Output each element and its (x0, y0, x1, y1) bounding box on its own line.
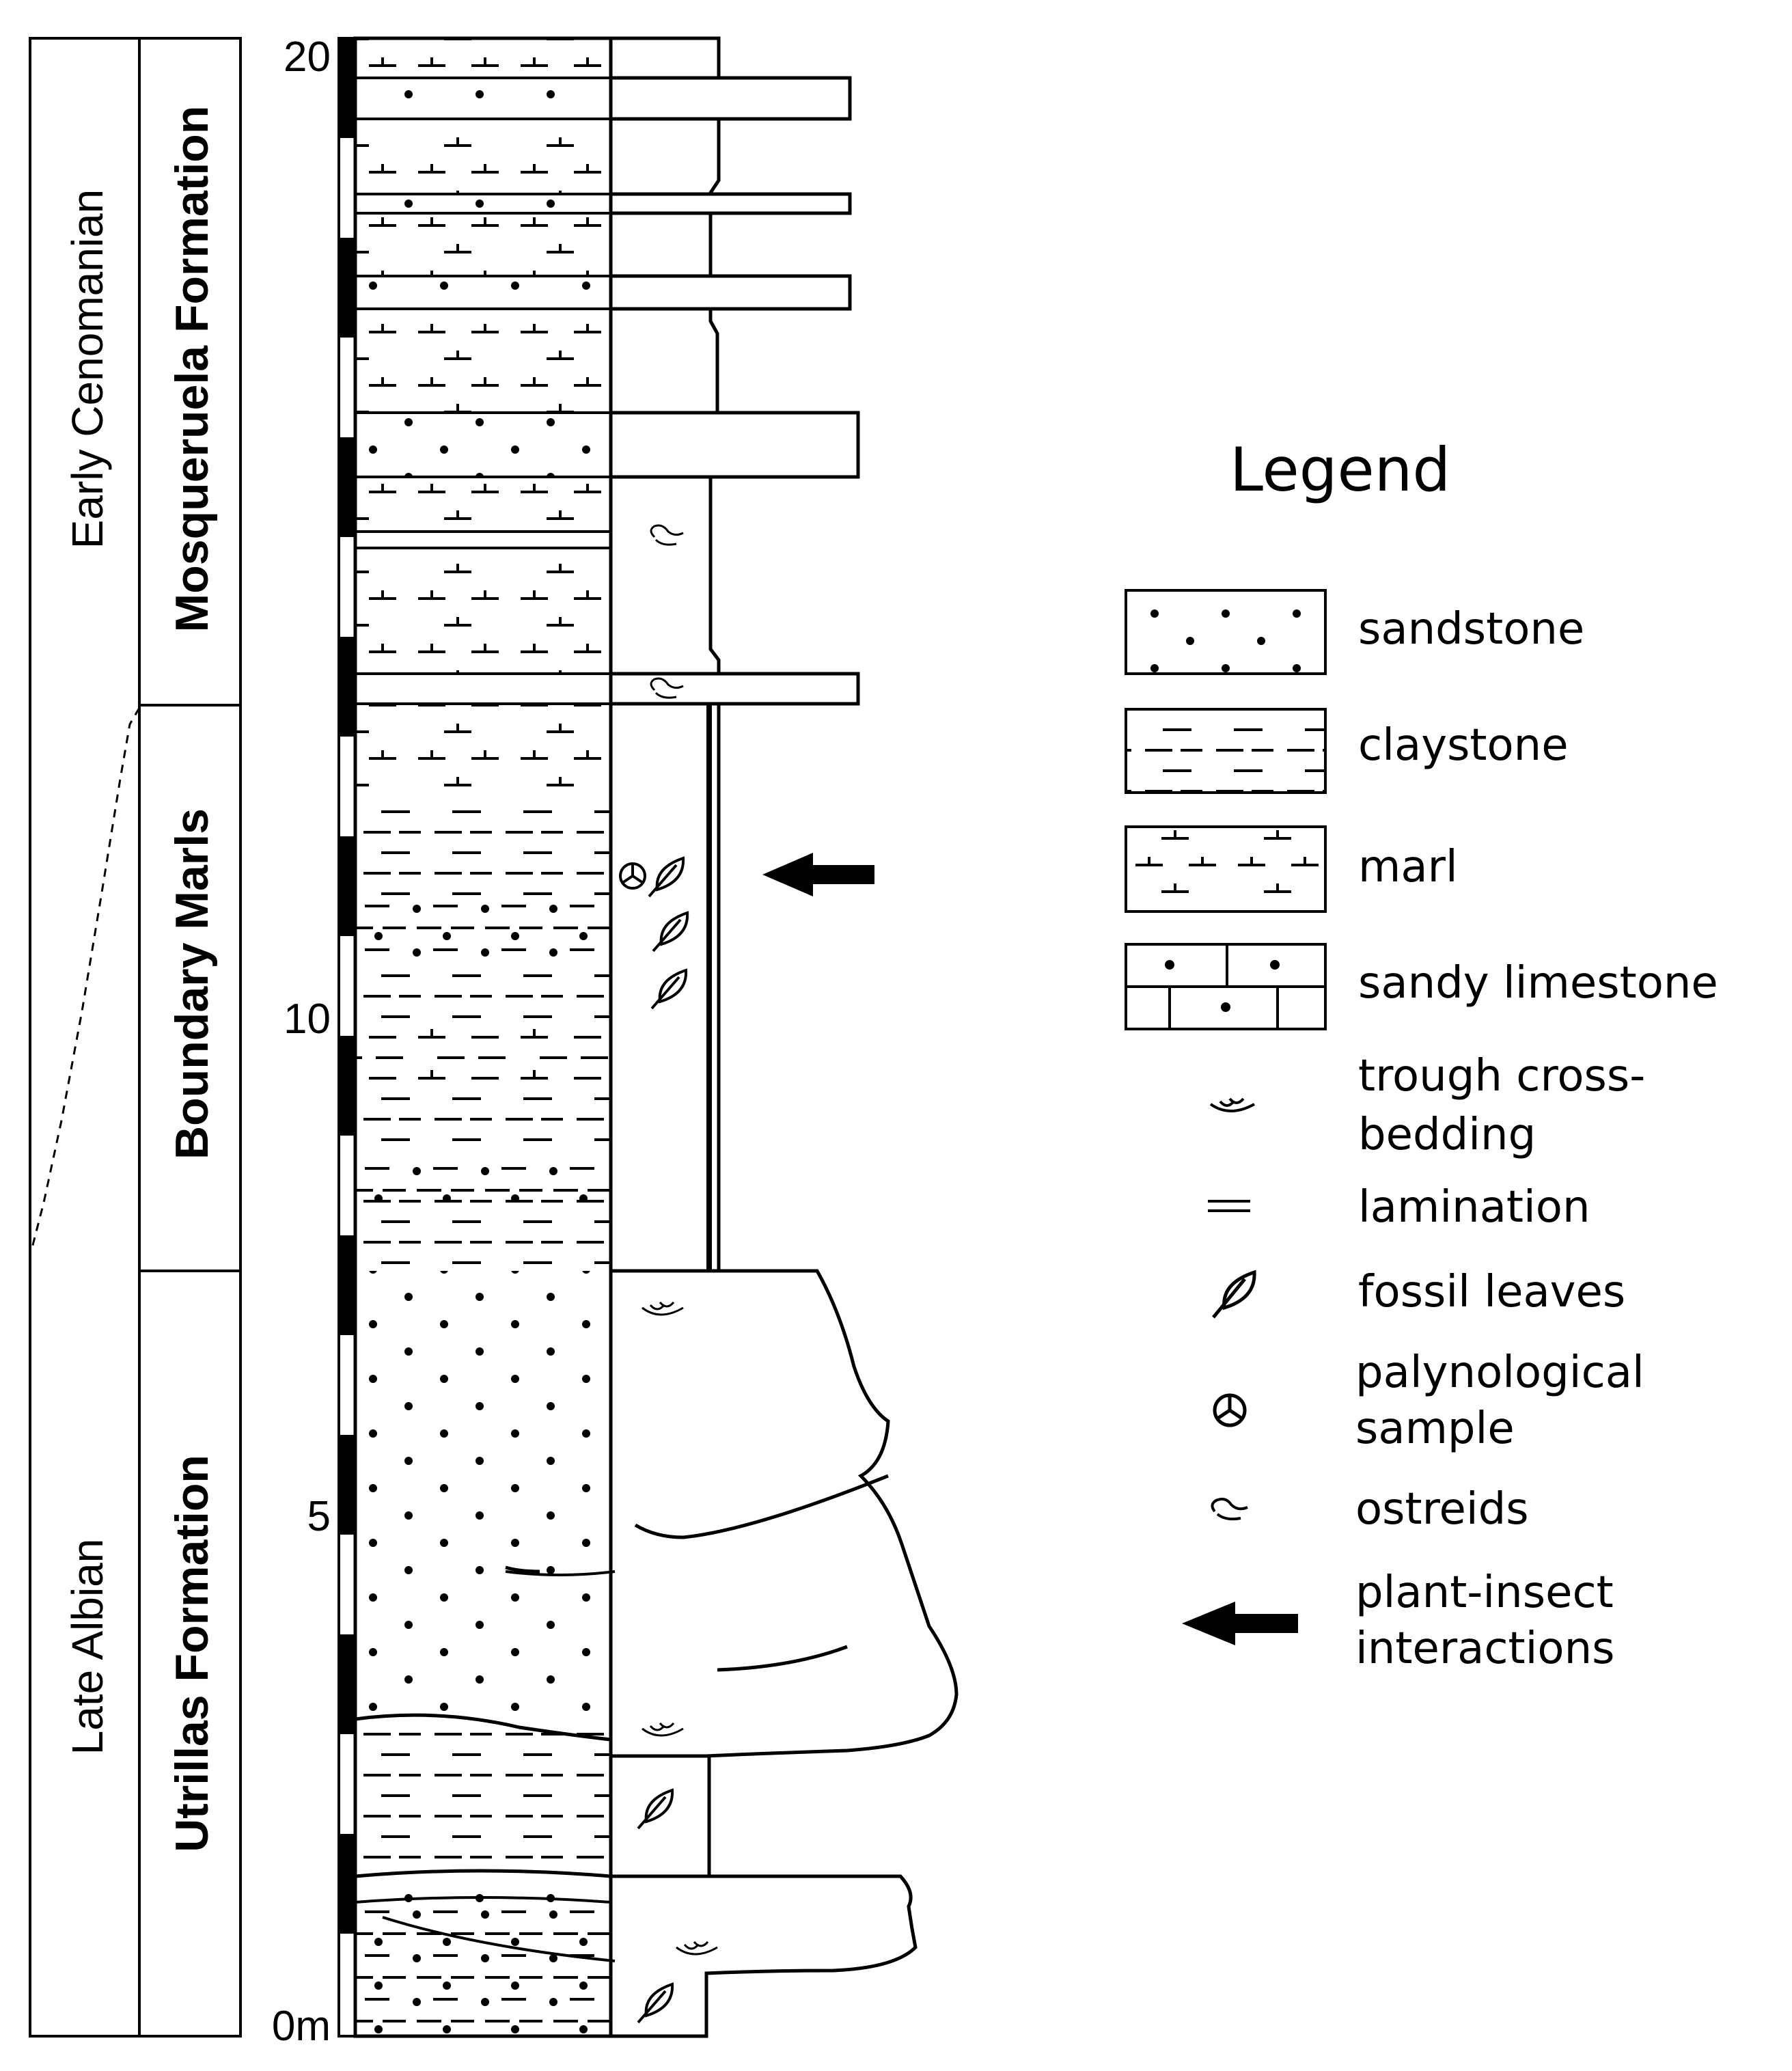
legend-ostreids-label: ostreids (1355, 1484, 1529, 1535)
scale-tick-20: 20 (284, 33, 331, 81)
scale-tick-5: 5 (307, 1493, 331, 1540)
legend-trough-label-2: bedding (1358, 1110, 1536, 1160)
marl-bed (355, 119, 611, 194)
weathering-profile (505, 36, 959, 2038)
legend-claystone-label: claystone (1358, 720, 1569, 771)
marl-bed (355, 309, 611, 413)
legend-marl-label: marl (1358, 842, 1458, 892)
leaf-icon (650, 968, 688, 1010)
limestone-bed (354, 672, 612, 705)
legend-lamination-icon (1208, 1200, 1250, 1212)
formation-upper-label: Mosqueruela Formation (166, 106, 218, 633)
trough-icon (642, 1301, 684, 1316)
scale-tick-0: 0m (272, 2003, 331, 2050)
legend-palynological-label-1: palynological (1355, 1347, 1644, 1398)
legend-ostreid-icon (1211, 1498, 1248, 1521)
sandy-limestone-bed (354, 411, 612, 478)
formation-lower-label: Utrillas Formation (166, 1455, 218, 1852)
sandy-claystone-bed (355, 1902, 611, 2036)
lithology-column (353, 36, 616, 2038)
leaf-icon (637, 1788, 674, 1830)
leaf-icon (648, 856, 685, 898)
leaf-icon (637, 1982, 674, 2024)
legend-trough-icon (1209, 1097, 1255, 1112)
marl-bed (355, 548, 611, 674)
marl-bed (355, 477, 611, 532)
legend-plant-insect-label-2: interactions (1355, 1623, 1614, 1674)
limestone-bed (354, 530, 612, 549)
sandy-claystone-bed (355, 902, 611, 963)
legend-sandy-limestone-swatch (1125, 943, 1327, 1030)
leaf-icon (652, 911, 689, 952)
age-lower-label: Late Albian (63, 1539, 112, 1755)
legend-title: Legend (1230, 435, 1450, 505)
sandy-limestone-bed (354, 193, 612, 215)
marl-bed (355, 213, 611, 276)
legend-trough-label-1: trough cross- (1358, 1051, 1645, 1101)
legend-palynological-icon (1213, 1393, 1247, 1427)
scale-tick-10: 10 (284, 996, 331, 1043)
sandy-claystone-bed (355, 1159, 611, 1200)
scale-bar (337, 37, 357, 2038)
trough-icon (642, 1722, 684, 1737)
legend-arrow-icon (1182, 1602, 1298, 1645)
claystone-bed (355, 798, 611, 902)
legend-marl-swatch (1125, 825, 1327, 913)
legend-leaf-icon (1212, 1270, 1256, 1319)
legend-plant-insect-label-1: plant-insect (1355, 1567, 1614, 1618)
age-upper-label: Early Cenomanian (63, 189, 112, 549)
legend-palynological-label-2: sample (1355, 1403, 1515, 1454)
legend-sandstone-swatch (1125, 589, 1327, 675)
ostreid-icon (650, 677, 684, 699)
legend-claystone-swatch (1125, 708, 1327, 794)
sandy-limestone-bed (354, 275, 612, 310)
age-column (29, 37, 242, 2038)
legend: Legend sandstone claystone marl sandy li… (1125, 435, 1718, 1674)
legend-fossil-leaves-label: fossil leaves (1358, 1267, 1625, 1317)
legend-sandy-limestone-label: sandy limestone (1358, 958, 1718, 1009)
marl-bed (355, 704, 611, 798)
sandy-limestone-bed (354, 77, 612, 120)
legend-sandstone-label: sandstone (1358, 604, 1584, 655)
age-boundary-dashed (30, 707, 141, 1251)
marl-bed (355, 38, 611, 78)
legend-lamination-label: lamination (1358, 1182, 1590, 1233)
claystone-bed (355, 1091, 611, 1159)
plant-insect-arrow-icon (762, 853, 874, 896)
palynological-icon (619, 862, 646, 890)
marly-claystone-bed (355, 1029, 611, 1091)
claystone-bed (355, 1719, 611, 1876)
claystone-bed (355, 963, 611, 1029)
sandstone-bed (355, 1271, 611, 1719)
claystone-bed (355, 1200, 611, 1271)
ostreid-icon (650, 524, 684, 546)
trough-icon (676, 1940, 718, 1956)
formation-middle-label: Boundary Marls (166, 808, 218, 1160)
